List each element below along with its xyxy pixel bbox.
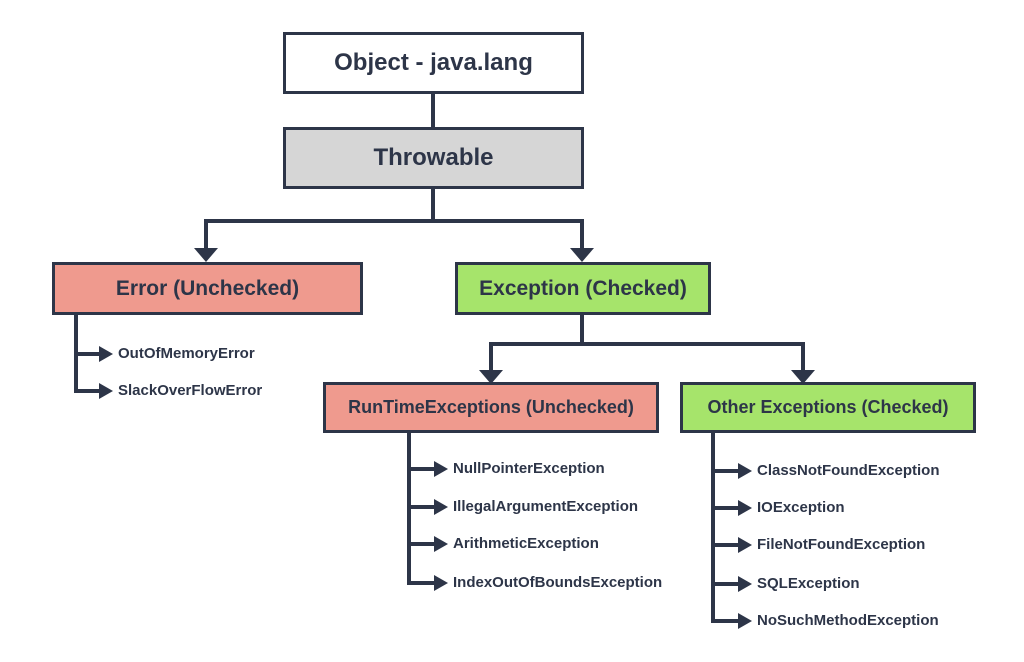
runtime-branch-arrowhead-1 <box>434 461 448 477</box>
arrowhead-other <box>791 370 815 384</box>
leaf-index-out-of-bounds-exception: IndexOutOfBoundsException <box>453 574 663 591</box>
leaf-illegal-argument-exception: IllegalArgumentException <box>453 498 639 515</box>
other-exceptions-box: Other Exceptions (Checked) <box>680 382 976 433</box>
throwable-box: Throwable <box>283 127 584 189</box>
connector-exception-split <box>489 314 805 372</box>
other-branch-arrowhead-5 <box>738 613 752 629</box>
error-label: Error (Unchecked) <box>115 276 300 300</box>
leaf-no-such-method-exception: NoSuchMethodException <box>757 612 939 629</box>
leaf-arithmetic-exception: ArithmeticException <box>453 535 599 552</box>
leaf-out-of-memory-error: OutOfMemoryError <box>118 345 255 362</box>
error-box: Error (Unchecked) <box>52 262 363 315</box>
arrowhead-error <box>194 248 218 262</box>
runtime-branch-arrowhead-2 <box>434 499 448 515</box>
connector-throwable-split <box>204 188 584 250</box>
other-branch-arrowhead-3 <box>738 537 752 553</box>
leaf-file-not-found-exception: FileNotFoundException <box>757 536 926 553</box>
arrowhead-runtime <box>479 370 503 384</box>
runtime-exceptions-label: RunTimeExceptions (Unchecked) <box>348 397 634 417</box>
object-box: Object - java.lang <box>283 32 584 94</box>
leaf-null-pointer-exception: NullPointerException <box>453 460 605 477</box>
error-branch-arrowhead-2 <box>99 383 113 399</box>
error-branch-arrowhead-1 <box>99 346 113 362</box>
other-branch-arrowhead-2 <box>738 500 752 516</box>
object-label: Object - java.lang <box>334 49 533 76</box>
runtime-branch-arrowhead-4 <box>434 575 448 591</box>
other-branch-arrowhead-1 <box>738 463 752 479</box>
leaf-io-exception: IOException <box>757 499 845 516</box>
throwable-label: Throwable <box>373 144 494 171</box>
leaf-slack-overflow-error: SlackOverFlowError <box>118 382 263 399</box>
leaf-class-not-found-exception: ClassNotFoundException <box>757 462 940 479</box>
other-exceptions-label: Other Exceptions (Checked) <box>707 397 949 417</box>
arrowhead-exception <box>570 248 594 262</box>
exception-box: Exception (Checked) <box>455 262 711 315</box>
runtime-branch-arrowhead-3 <box>434 536 448 552</box>
runtime-exceptions-box: RunTimeExceptions (Unchecked) <box>323 382 659 433</box>
other-branch-arrowhead-4 <box>738 576 752 592</box>
leaf-sql-exception: SQLException <box>757 575 860 592</box>
exception-label: Exception (Checked) <box>479 276 687 300</box>
